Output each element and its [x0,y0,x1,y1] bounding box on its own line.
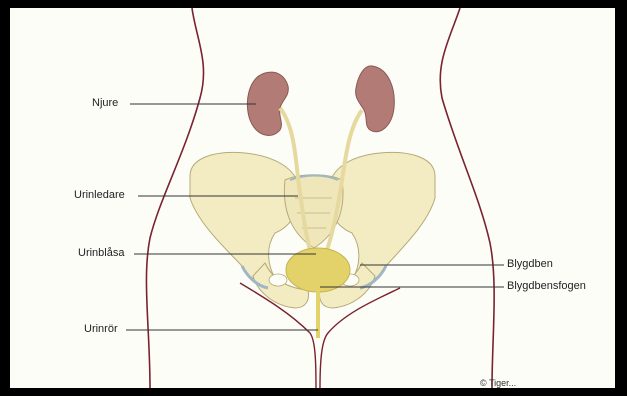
sacrum [284,175,343,248]
obturator-left [269,274,287,286]
label-kidney: Njure [92,97,118,109]
copyright-text: © Tiger... [480,378,516,388]
body-outline-right [440,8,494,388]
label-pubic-bone: Blygdben [507,258,553,270]
diagram-canvas: Njure Urinledare Urinblåsa Urinrör Blygd… [10,8,615,388]
bladder [286,248,350,292]
label-bladder: Urinblåsa [78,247,124,259]
label-urethra: Urinrör [84,323,118,335]
left-iliac-wing [190,152,300,281]
right-kidney [356,66,395,132]
label-pubic-symphysis: Blygdbensfogen [507,280,586,292]
label-ureter: Urinledare [74,189,125,201]
